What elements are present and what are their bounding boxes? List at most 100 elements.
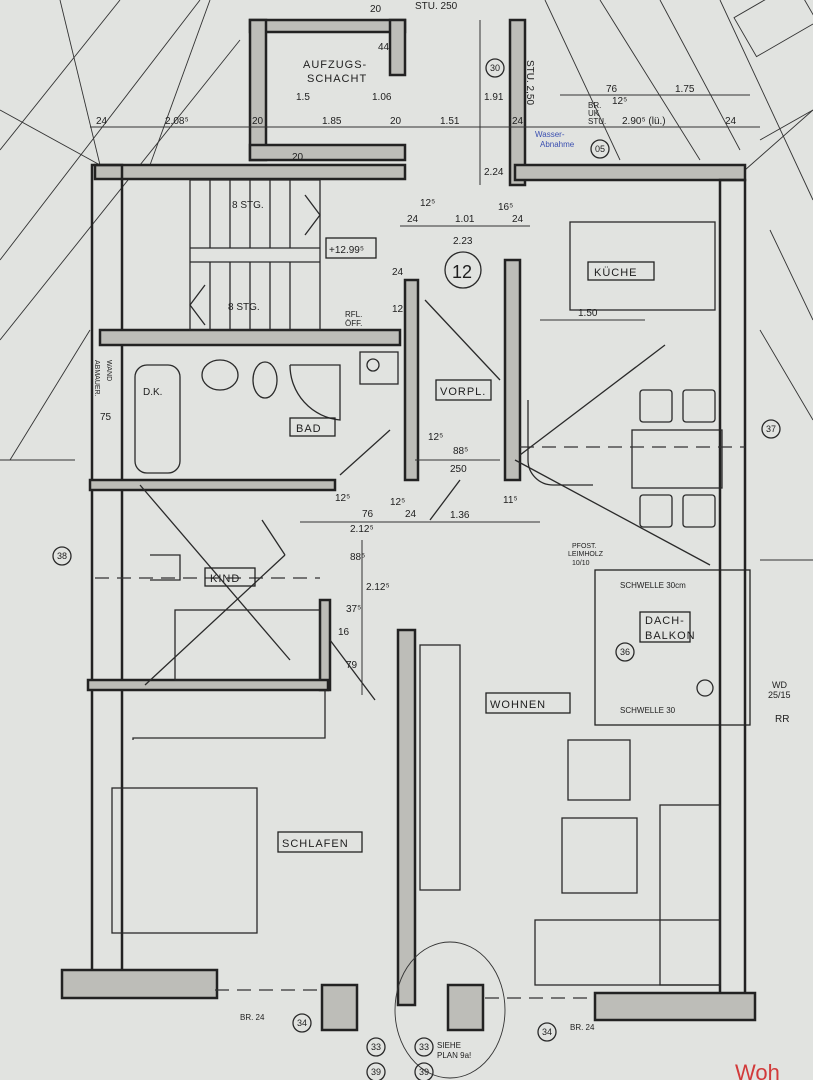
sill-bottom: SCHWELLE 30 bbox=[620, 706, 676, 715]
marker-39-left: 39 bbox=[371, 1067, 381, 1077]
dim: 1.06 bbox=[372, 92, 392, 103]
dim: 24 bbox=[512, 116, 524, 127]
dimension-lines bbox=[90, 20, 760, 695]
dim: 2.08⁵ bbox=[165, 116, 189, 127]
dim: 11⁵ bbox=[503, 495, 518, 506]
stu-label: STU. bbox=[588, 117, 606, 126]
dim: 2.24 bbox=[484, 167, 504, 178]
dim: 2.23 bbox=[453, 236, 473, 247]
dim: 1.75 bbox=[675, 84, 695, 95]
rfl-label: RFL. bbox=[345, 310, 362, 319]
room-label-bedroom: SCHLAFEN bbox=[282, 838, 349, 850]
dim: 24 bbox=[96, 116, 108, 127]
marker-38: 38 bbox=[57, 551, 67, 561]
room-labels: AUFZUGS- SCHACHT KÜCHE BAD D.K. VORPL. K… bbox=[143, 59, 696, 853]
marker-34-left: 34 bbox=[297, 1018, 307, 1028]
room-label-bath: BAD bbox=[296, 423, 322, 435]
marker-34-right: 34 bbox=[542, 1027, 552, 1037]
br24-left: BR. 24 bbox=[240, 1013, 265, 1022]
dining-set bbox=[527, 221, 723, 528]
dim: 1.36 bbox=[450, 510, 470, 521]
dim: 1.51 bbox=[440, 116, 460, 127]
dim: 24 bbox=[405, 509, 417, 520]
section-markers bbox=[52, 58, 781, 1080]
room-label-elevator: AUFZUGS- bbox=[303, 59, 367, 71]
furniture bbox=[111, 554, 721, 986]
bath-side: ABMAUER. bbox=[93, 360, 100, 397]
dim: 76 bbox=[606, 84, 618, 95]
see-plan-2: PLAN 9a! bbox=[437, 1051, 471, 1060]
level-label: +12.99⁵ bbox=[329, 245, 364, 256]
dim: 12⁵ bbox=[390, 497, 405, 508]
br24-right: BR. 24 bbox=[570, 1023, 595, 1032]
dim: 1.85 bbox=[322, 116, 342, 127]
top-stu: STU. 250 bbox=[415, 1, 458, 12]
staircase bbox=[189, 179, 321, 331]
uk-label: UK bbox=[588, 109, 600, 118]
dimension-labels: 24 2.08⁵ 20 1.85 20 1.51 24 2.90⁵ (lü.) … bbox=[96, 4, 737, 671]
light-icon bbox=[696, 679, 714, 697]
wd-label: WD bbox=[772, 680, 787, 690]
dim: 75 bbox=[100, 412, 112, 423]
room-label-living: WOHNEN bbox=[490, 699, 546, 711]
dim: 44 bbox=[378, 42, 390, 53]
dim: 2.12⁵ bbox=[350, 524, 374, 535]
dim: 20 bbox=[252, 116, 264, 127]
dim: 1.91 bbox=[484, 92, 504, 103]
post-label-2: LEIMHOLZ bbox=[568, 551, 604, 558]
dim: 79 bbox=[346, 660, 358, 671]
dim: 12⁵ bbox=[335, 493, 350, 504]
dim: 24 bbox=[407, 214, 419, 225]
off-label: ÖFF. bbox=[345, 319, 362, 328]
door-swings bbox=[139, 299, 711, 701]
roof-hatching bbox=[0, 0, 813, 561]
bath-side-2: WAND bbox=[105, 360, 112, 381]
post-label: PFOST. bbox=[572, 543, 597, 550]
dim: 1.5 bbox=[296, 92, 310, 103]
see-plan: SIEHE bbox=[437, 1041, 461, 1050]
marker-33-left: 33 bbox=[371, 1042, 381, 1052]
stairs-up-label: 8 STG. bbox=[232, 200, 264, 211]
dim: 24 bbox=[512, 214, 524, 225]
annotations: STU. 250 STU. 2,50 BR. UK STU. +12.99⁵ 1… bbox=[93, 1, 791, 1080]
water-note: Wasser- bbox=[535, 130, 565, 139]
dim: 12⁵ bbox=[420, 198, 435, 209]
room-label-kitchen: KÜCHE bbox=[594, 267, 638, 279]
dim: 37⁵ bbox=[346, 604, 361, 615]
section-marker-labels: 30 05 37 38 36 34 34 33 33 39 39 bbox=[57, 63, 776, 1077]
room-label-balcony: DACH- bbox=[645, 615, 685, 627]
unit-number: 12 bbox=[452, 262, 472, 282]
dim: 12⁵ bbox=[612, 96, 627, 107]
marker-05: 05 bbox=[595, 144, 605, 154]
dim: 88⁵ bbox=[453, 446, 468, 457]
rr-label: RR bbox=[775, 714, 789, 725]
room-label-balcony-2: BALKON bbox=[645, 630, 696, 642]
dim: 88⁵ bbox=[350, 552, 365, 563]
dim: 20 bbox=[370, 4, 382, 15]
dim: 76 bbox=[362, 509, 374, 520]
red-note: Woh bbox=[735, 1060, 780, 1080]
room-label-child: KIND bbox=[210, 573, 240, 585]
side-stu: STU. 2,50 bbox=[524, 60, 535, 105]
dim: 2.12⁵ bbox=[366, 582, 390, 593]
sill-top: SCHWELLE 30cm bbox=[620, 581, 686, 590]
stairs-down-label: 8 STG. bbox=[228, 302, 260, 313]
dim: 12 bbox=[392, 304, 404, 315]
dim: 12⁵ bbox=[428, 432, 443, 443]
marker-36: 36 bbox=[620, 647, 630, 657]
room-label-elevator-2: SCHACHT bbox=[307, 73, 367, 85]
dim: 24 bbox=[392, 267, 404, 278]
dim: 16⁵ bbox=[498, 202, 513, 213]
bathtub-label: D.K. bbox=[143, 387, 162, 398]
dashed-lines bbox=[95, 446, 745, 999]
dim: 20 bbox=[390, 116, 402, 127]
dim: 250 bbox=[450, 464, 467, 475]
dim: 16 bbox=[338, 627, 350, 638]
marker-30: 30 bbox=[490, 63, 500, 73]
dim: 20 bbox=[292, 152, 304, 163]
marker-39-right: 39 bbox=[419, 1067, 429, 1077]
walls bbox=[60, 18, 757, 1032]
marker-33-right: 33 bbox=[419, 1042, 429, 1052]
dim: 1.01 bbox=[455, 214, 475, 225]
